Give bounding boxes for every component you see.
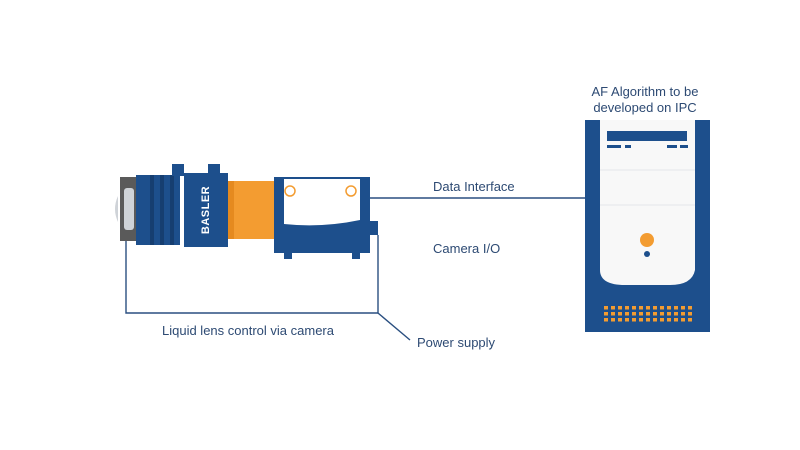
industrial-camera-icon [136,164,274,247]
vent-slot [632,306,636,310]
vent-slot [688,306,692,310]
camera-brand-logo: BASLER [200,185,212,235]
vent-slot [653,312,657,316]
vent-slot [646,312,650,316]
liquid-lens-icon [115,177,138,241]
vent-slot [653,318,657,322]
vent-slot [674,312,678,316]
vent-slot [625,318,629,322]
vent-slot [688,312,692,316]
vent-slot [611,318,615,322]
power-supply-label: Power supply [417,335,496,350]
vent-slot [611,306,615,310]
lens-control-line [125,240,378,314]
connection-lines [125,197,585,341]
vent-slot [646,306,650,310]
vent-slot [667,318,671,322]
vent-grid [604,306,692,322]
vent-slot [639,306,643,310]
vent-slot [618,318,622,322]
ipc-title: AF Algorithm to be developed on IPC [560,84,730,116]
vent-slot [660,312,664,316]
ipc-title-line1: AF Algorithm to be [591,84,699,99]
vent-slot [674,306,678,310]
vent-slot [604,306,608,310]
vent-slot [681,306,685,310]
vent-slot [667,312,671,316]
vent-slot [653,306,657,310]
camera-io-line [377,235,411,341]
vent-slot [639,318,643,322]
vent-slot [681,318,685,322]
camera-io-label: Camera I/O [433,241,501,256]
data-interface-label: Data Interface [433,179,515,194]
vent-slot [632,318,636,322]
vent-slot [639,312,643,316]
vent-slot [646,318,650,322]
vent-slot [625,306,629,310]
industrial-pc-tower-icon [585,120,710,332]
vent-slot [604,318,608,322]
power-button-icon [640,233,654,247]
vent-slot [660,318,664,322]
vent-slot [688,318,692,322]
vent-slot [625,312,629,316]
vent-slot [618,306,622,310]
lens-control-label: Liquid lens control via camera [162,323,334,338]
vent-slot [660,306,664,310]
camera-mount-icon [274,177,378,259]
vent-slot [618,312,622,316]
ipc-title-line2: developed on IPC [593,100,697,115]
vent-slot [681,312,685,316]
vent-slot [632,312,636,316]
vent-slot [604,312,608,316]
vent-slot [674,318,678,322]
vent-slot [611,312,615,316]
vent-slot [667,306,671,310]
